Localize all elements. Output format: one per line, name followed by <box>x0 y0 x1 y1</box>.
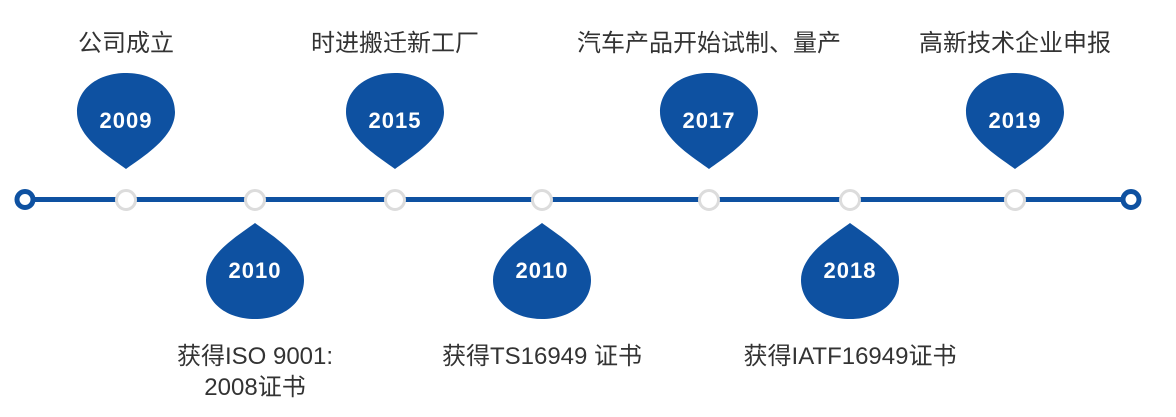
milestone-label-line: 2008证书 <box>204 374 306 401</box>
timeline-node <box>1004 188 1026 211</box>
milestone-label: 公司成立 <box>78 28 174 59</box>
year-drop-badge: 2019 <box>963 72 1067 170</box>
timeline-line <box>25 197 1131 202</box>
timeline-node <box>115 188 137 211</box>
milestone-year: 2019 <box>988 108 1042 133</box>
milestone-label: 时进搬迁新工厂 <box>311 28 479 59</box>
teardrop-shape-icon <box>493 223 591 319</box>
milestone-year: 2009 <box>99 108 153 133</box>
teardrop-shape-icon <box>77 73 175 169</box>
milestone-label-line: 公司成立 <box>78 30 174 57</box>
milestone-year: 2010 <box>515 258 569 283</box>
milestone-year: 2018 <box>823 258 877 283</box>
year-drop-badge: 2015 <box>343 72 447 170</box>
milestone-label-line: 获得TS16949 证书 <box>441 343 643 370</box>
year-drop-badge: 2010 <box>203 222 307 320</box>
milestone-label-line: 获得IATF16949证书 <box>743 343 957 370</box>
teardrop-shape-icon <box>346 73 444 169</box>
milestone-year: 2015 <box>368 108 422 133</box>
milestone-label-line: 高新技术企业申报 <box>919 30 1111 57</box>
year-drop-badge: 2018 <box>798 222 902 320</box>
milestone-label: 获得IATF16949证书 <box>744 341 957 372</box>
milestone-label: 获得TS16949 证书 <box>442 341 642 372</box>
timeline-node <box>698 188 720 211</box>
milestone-year: 2017 <box>682 108 736 133</box>
teardrop-shape-icon <box>660 73 758 169</box>
timeline-end-node <box>1120 189 1142 210</box>
milestone-label: 高新技术企业申报 <box>919 28 1111 59</box>
milestone-label-line: 时进搬迁新工厂 <box>311 30 479 57</box>
milestone-year: 2010 <box>228 258 282 283</box>
timeline-start-node <box>14 189 36 210</box>
milestone-label: 汽车产品开始试制、量产 <box>577 28 841 59</box>
teardrop-shape-icon <box>206 223 304 319</box>
timeline-node <box>839 188 861 211</box>
teardrop-shape-icon <box>966 73 1064 169</box>
milestone-label: 获得ISO 9001: 2008证书 <box>177 341 333 403</box>
year-drop-badge: 2017 <box>657 72 761 170</box>
timeline-node <box>244 188 266 211</box>
milestone-label-line: 获得ISO 9001: <box>176 343 334 370</box>
timeline-node <box>531 188 553 211</box>
year-drop-badge: 2009 <box>74 72 178 170</box>
teardrop-shape-icon <box>801 223 899 319</box>
year-drop-badge: 2010 <box>490 222 594 320</box>
milestone-label-line: 汽车产品开始试制、量产 <box>577 30 841 57</box>
timeline-node <box>384 188 406 211</box>
